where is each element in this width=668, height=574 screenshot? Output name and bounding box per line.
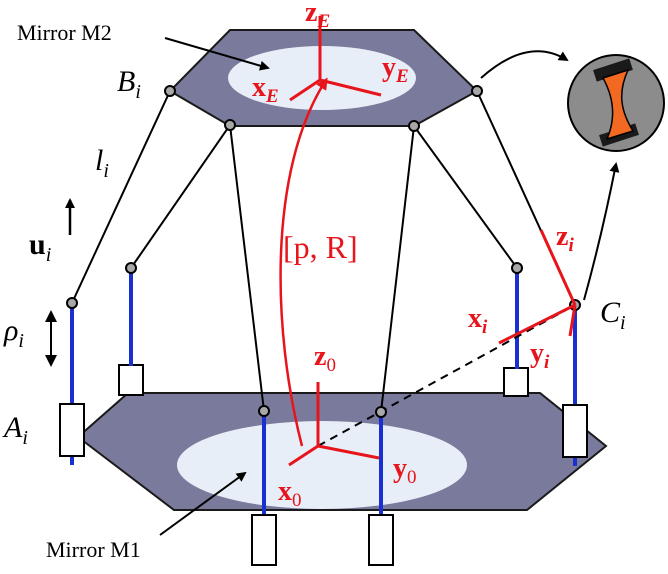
label-u: ui — [29, 228, 51, 266]
label-zE: zE — [305, 0, 330, 32]
dashed-link — [317, 304, 576, 447]
frame-i-z-axis — [539, 229, 577, 306]
label-A: Ai — [2, 411, 28, 449]
front-actuators — [59, 403, 588, 566]
frame-0-y-axis — [317, 444, 380, 460]
leg-2 — [130, 124, 231, 269]
label-B: Bi — [117, 65, 141, 103]
zoom-arrow-side — [583, 162, 620, 301]
mirror-m2-label: Mirror M2 — [17, 20, 112, 45]
mirror-m1-surface — [177, 421, 467, 509]
frame-0-x-axis — [288, 444, 319, 467]
frame-i-x-axis — [498, 303, 576, 345]
label-rho: ρi — [3, 314, 24, 352]
mirror-m1-label: Mirror M1 — [46, 537, 141, 562]
leg-5 — [413, 125, 518, 269]
flexure-joint-detail — [567, 54, 665, 152]
label-z0: z0 — [314, 341, 336, 376]
leg-1 — [71, 90, 171, 304]
joints — [66, 85, 581, 418]
label-yE: yE — [382, 52, 409, 87]
label-yi: yi — [530, 338, 550, 373]
frame-i-y-axis — [568, 304, 577, 337]
frame-E-x-axis — [289, 78, 321, 102]
zoom-arrow-top — [480, 50, 569, 79]
leg-3 — [229, 124, 265, 412]
label-zi: zi — [556, 221, 574, 256]
actuator-box-A — [59, 403, 85, 457]
label-xi: xi — [468, 303, 488, 338]
mirror-m1-pointer — [159, 471, 247, 536]
pose-label: [p, R] — [283, 229, 358, 265]
label-xE: xE — [252, 72, 279, 107]
label-y0: y0 — [393, 453, 417, 488]
pose-arrow — [279, 77, 328, 447]
label-l: li — [95, 144, 109, 182]
mirror-m2-pointer — [164, 37, 270, 71]
frame-E-y-axis — [319, 78, 382, 97]
leg-4 — [380, 125, 415, 413]
label-x0: x0 — [278, 476, 302, 511]
label-C: Ci — [600, 296, 626, 334]
top-platform — [168, 29, 479, 127]
